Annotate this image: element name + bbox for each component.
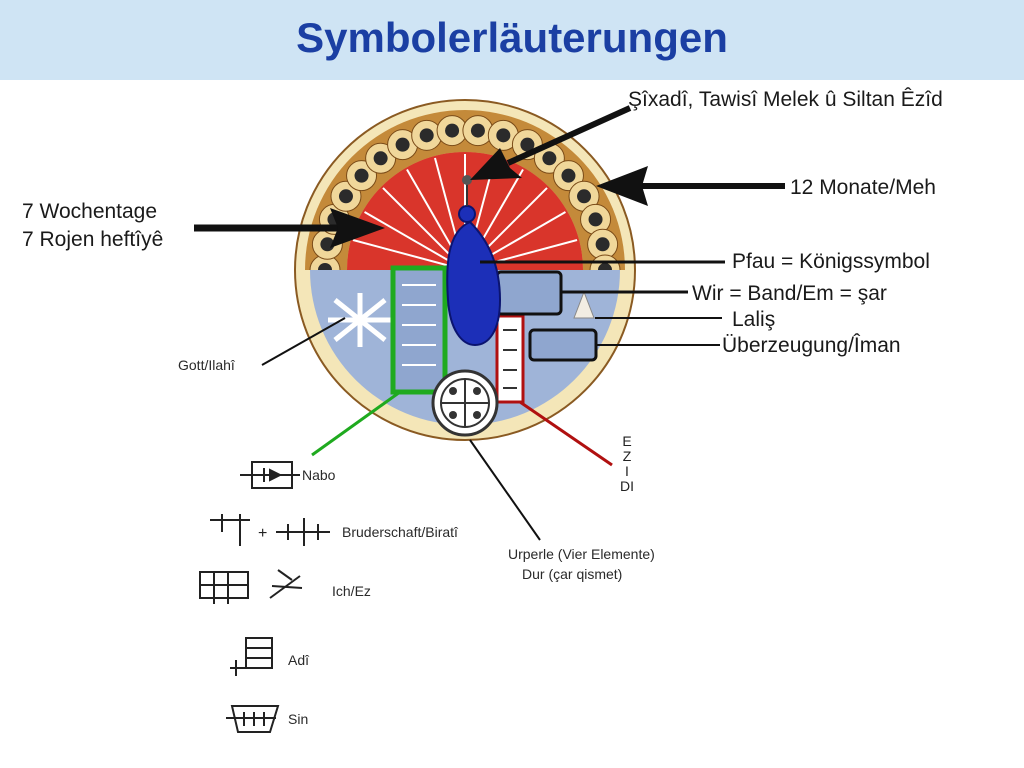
wir-box — [495, 270, 563, 316]
feather-eye-center — [561, 168, 576, 183]
page-title: Symbolerläuterungen — [296, 14, 728, 61]
urperle-pointer — [469, 439, 541, 541]
adi-label: Adî — [288, 652, 310, 668]
peacock-symbol — [446, 175, 502, 347]
ezidi-letter: DI — [620, 478, 634, 494]
months-arrow-head — [596, 166, 648, 206]
nabo-box — [390, 265, 448, 395]
urperle-symbol — [431, 369, 499, 437]
sixadi-arrow-head — [470, 148, 522, 180]
lalis-symbol — [573, 290, 595, 319]
sixadi-arrow-shaft — [506, 105, 632, 166]
ich-glyph — [199, 569, 303, 604]
urperle-label-2: Dur (çar qismet) — [522, 566, 623, 582]
wir-label: Wir = Band/Em = şar — [692, 282, 887, 305]
ezidi-pointer — [519, 400, 613, 467]
god-pointer — [261, 317, 346, 366]
sixadi-label: Şîxadî, Tawisî Melek û Siltan Êzîd — [628, 88, 943, 111]
feather-eye-center — [520, 137, 535, 152]
nabo-pointer — [311, 390, 401, 457]
title-bar — [0, 0, 1024, 80]
god-star-symbol — [328, 293, 392, 347]
feather-eye-center — [373, 151, 388, 166]
feather-eye-center — [496, 128, 511, 143]
ezidi-letter: I — [625, 463, 629, 479]
brotherhood-label: Bruderschaft/Biratî — [342, 524, 458, 540]
ich-label: Ich/Ez — [332, 583, 371, 599]
ezidi-box — [495, 314, 525, 404]
weekdays-label-2: 7 Rojen heftîyê — [22, 228, 164, 251]
cuneiform-glyphs: + — [199, 461, 330, 733]
belief-box — [528, 328, 598, 362]
ezidi-letter: E — [622, 433, 632, 449]
feather-eye-center — [338, 189, 353, 204]
feather-eye-center — [395, 137, 410, 152]
feather-eye-center — [354, 168, 369, 183]
sin-glyph — [226, 705, 280, 733]
feather-eye-center — [577, 189, 592, 204]
ezidi-glyphs — [503, 329, 517, 389]
ezidi-vertical-label: E Z I DI — [617, 434, 637, 494]
pointer-arrows — [194, 105, 785, 541]
brotherhood-glyph: + — [210, 514, 330, 546]
god-label: Gott/Ilahî — [178, 357, 235, 373]
feather-eye-center — [588, 212, 603, 227]
months-label: 12 Monate/Meh — [790, 176, 936, 199]
nabo-glyphs — [402, 284, 436, 366]
feather-eye-center — [470, 123, 485, 138]
svg-text:+: + — [258, 525, 267, 542]
urperle-label-1: Urperle (Vier Elemente) — [508, 546, 655, 562]
feather-eye-center — [445, 123, 460, 138]
belief-label: Überzeugung/Îman — [722, 334, 901, 357]
nabo-glyph — [240, 461, 300, 489]
feather-eye-center — [542, 151, 557, 166]
lalis-label: Laliş — [732, 308, 776, 331]
peacock-label: Pfau = Königssymbol — [732, 250, 930, 273]
adi-glyph — [230, 637, 273, 676]
fan-line — [352, 239, 466, 271]
weekdays-label-1: 7 Wochentage — [22, 200, 158, 223]
nabo-label: Nabo — [302, 467, 336, 483]
weekdays-arrow-head — [330, 208, 385, 248]
sin-label: Sin — [288, 711, 309, 727]
ezidi-letter: Z — [622, 448, 632, 464]
feather-eye-center — [320, 237, 335, 252]
emblem — [294, 99, 636, 441]
feather-eye-center — [595, 237, 610, 252]
feather-eye-center — [419, 128, 434, 143]
